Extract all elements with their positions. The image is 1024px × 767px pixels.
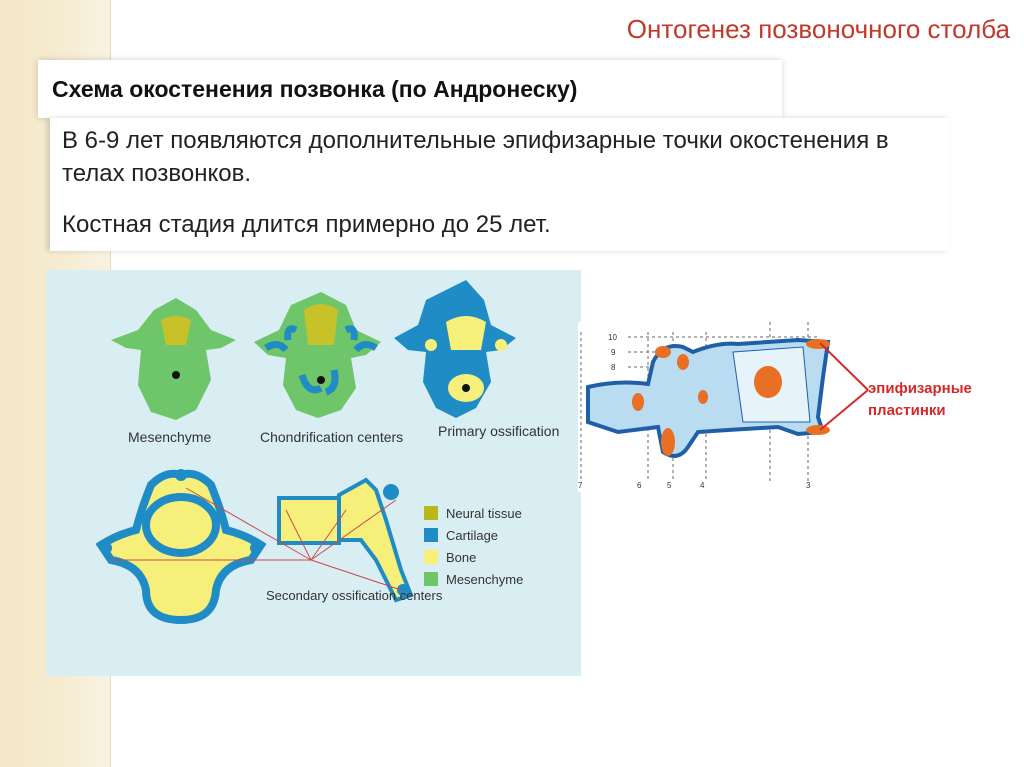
- slide-title: Онтогенез позвоночного столба: [627, 14, 1010, 45]
- legend-label-neural: Neural tissue: [446, 506, 522, 521]
- section-number-9: 9: [611, 348, 616, 357]
- section-number-8: 8: [611, 363, 616, 372]
- legend-label-bone: Bone: [446, 550, 476, 565]
- body-text: В 6-9 лет появляются дополнительные эпиф…: [50, 118, 950, 251]
- secondary-ossification-label: Secondary ossification centers: [266, 588, 443, 603]
- legend-label-mesenchyme: Mesenchyme: [446, 572, 523, 587]
- stage-label-primary: Primary ossification: [438, 423, 559, 439]
- slide-subtitle: Схема окостенения позвонка (по Андронеск…: [38, 60, 782, 118]
- legend-swatch-mesenchyme: [424, 572, 438, 586]
- epiphyseal-plates-text: эпифизарные пластинки: [868, 380, 972, 419]
- section-number-3: 3: [806, 481, 811, 490]
- paragraph-bone-stage: Костная стадия длится примерно до 25 лет…: [62, 208, 950, 241]
- stage-label-mesenchyme: Mesenchyme: [128, 429, 211, 445]
- legend-swatch-bone: [424, 550, 438, 564]
- section-number-5: 5: [667, 481, 672, 490]
- section-number-7: 7: [578, 481, 583, 490]
- paragraph-epiphyseal-points: В 6-9 лет появляются дополнительные эпиф…: [62, 124, 950, 190]
- legend-swatch-neural: [424, 506, 438, 520]
- legend-label-cartilage: Cartilage: [446, 528, 498, 543]
- stage-label-chondrification: Chondrification centers: [260, 429, 403, 445]
- section-number-4: 4: [700, 481, 705, 490]
- section-number-6: 6: [637, 481, 642, 490]
- section-number-10: 10: [608, 333, 617, 342]
- legend-swatch-cartilage: [424, 528, 438, 542]
- vertebra-ossification-diagram: Mesenchyme Chondrification centers Prima…: [46, 270, 581, 676]
- text-box: В 6-9 лет появляются дополнительные эпиф…: [50, 118, 950, 251]
- epiphyseal-plates-label: эпифизарные пластинки: [868, 378, 998, 422]
